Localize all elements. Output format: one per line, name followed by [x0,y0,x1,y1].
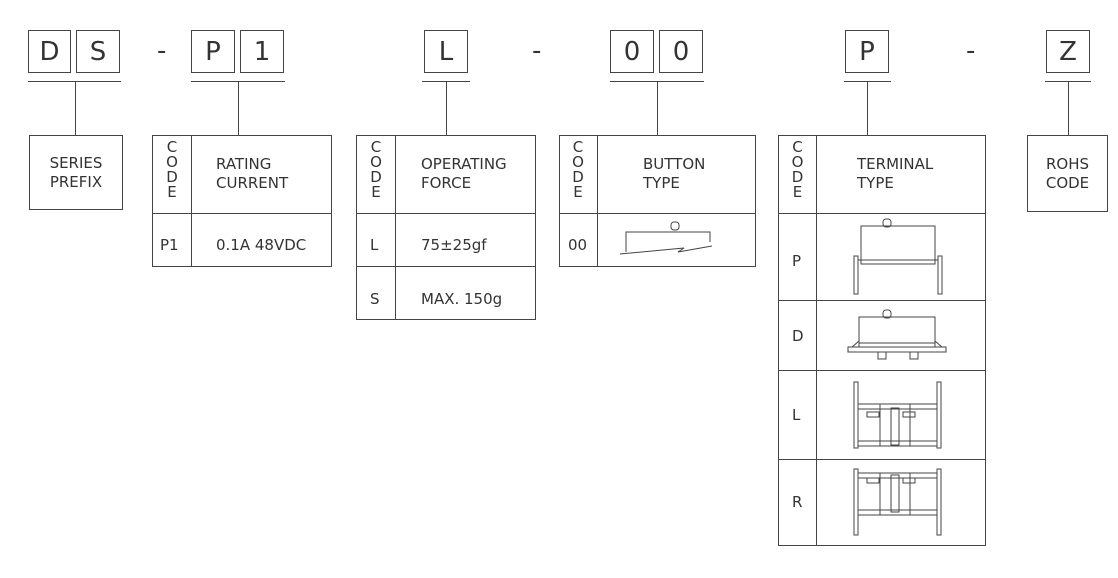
terminal-table-row-divider-3 [778,370,986,371]
part-dash-3: - [966,36,976,66]
terminal-table-col-divider [816,135,817,546]
rohs-label-line1: ROHS [1045,154,1090,173]
part-char-box-6: 0 [610,30,654,73]
rating-table-row-divider [152,213,332,214]
force-row-1-code: L [370,236,379,254]
terminal-table-row-divider-4 [778,459,986,460]
terminal-r-figure [853,468,942,536]
rohs-label-line2: CODE [1045,173,1090,192]
button-table [559,135,756,267]
rating-row-value: 0.1A 48VDC [216,236,307,254]
force-table-col-divider [395,135,396,320]
force-table-row-divider-1 [356,213,536,214]
part-dash-2: - [532,36,542,66]
part-char-box-1: D [28,30,71,73]
series-label-line1: SERIES [49,153,103,172]
rating-table [152,135,332,267]
part-char-box-5: L [424,30,468,73]
force-table [356,135,536,320]
underline-series [28,81,121,82]
terminal-row-4-code: R [792,493,803,511]
series-prefix-box: SERIES PREFIX [29,135,123,210]
connector-button [657,81,658,135]
terminal-row-3-code: L [792,406,801,424]
part-dash-1: - [157,36,167,66]
terminal-d-figure [847,309,947,360]
terminal-table-row-divider-2 [778,300,986,301]
terminal-row-2-code: D [792,327,804,345]
button-table-row-divider [559,213,756,214]
part-char-box-9: Z [1046,30,1090,73]
connector-force [446,81,447,135]
force-row-2-value: MAX. 150g [421,290,503,308]
force-row-2-code: S [370,290,380,308]
part-char-box-4: 1 [240,30,284,73]
button-row-code: 00 [568,236,588,254]
button-table-col-divider [597,135,598,267]
part-char-box-2: S [76,30,120,73]
connector-series [75,81,76,135]
terminal-row-1-code: P [792,252,802,270]
part-char-box-3: P [191,30,235,73]
series-label-line2: PREFIX [49,172,103,191]
rating-table-col-divider [191,135,192,267]
connector-terminal [867,81,868,135]
connector-rating [238,81,239,135]
part-char-box-7: 0 [659,30,703,73]
terminal-table-row-divider-1 [778,213,986,214]
rohs-code-box: ROHS CODE [1027,135,1108,212]
terminal-p-figure [853,218,943,295]
terminal-l-figure [853,381,942,449]
force-table-row-divider-2 [356,266,536,267]
part-char-box-8: P [845,30,889,73]
button-side-view-figure [619,221,713,255]
connector-rohs [1068,81,1069,135]
rating-row-code: P1 [160,236,179,254]
force-row-1-value: 75±25gf [421,236,487,254]
